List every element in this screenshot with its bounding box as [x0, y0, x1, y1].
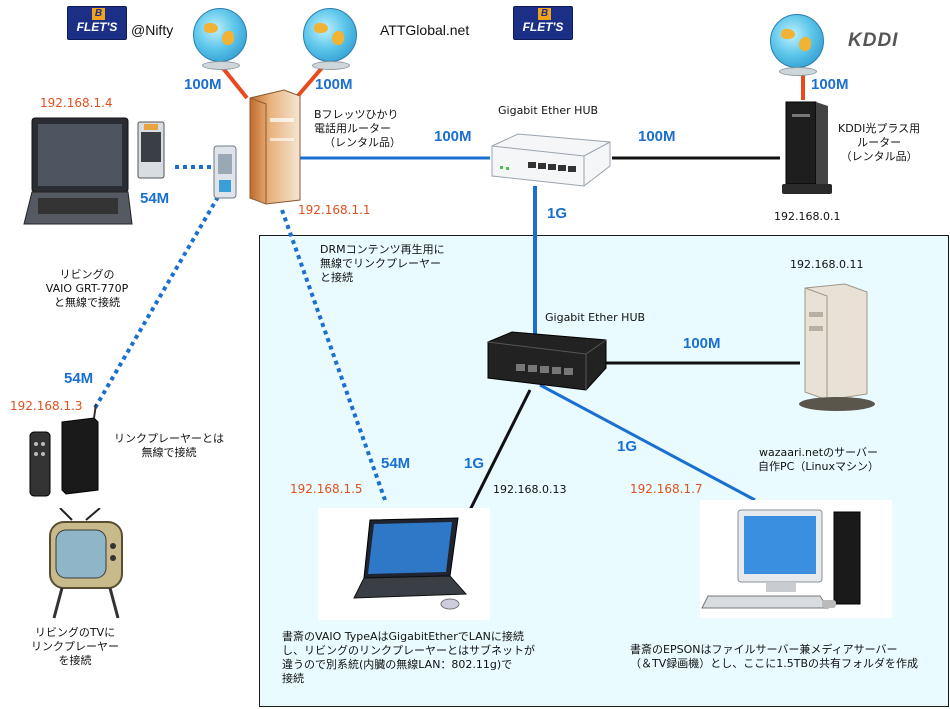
- link-hub-vaio: [468, 389, 532, 511]
- speed-study-vaio-wireless: 54M: [381, 455, 411, 472]
- drm-label: DRMコンテンツ再生用に 無線でリンクプレーヤー と接続: [320, 243, 445, 284]
- flets-logo-left: B FLET'S: [67, 6, 127, 40]
- ip-epson: 192.168.1.7: [630, 482, 703, 496]
- speed-living-vaio: 54M: [140, 190, 170, 207]
- bflets-router-label: Bフレッツひかり 電話用ルーター （レンタル品）: [314, 108, 401, 149]
- speed-att: 100M: [315, 76, 353, 93]
- isp-nifty-label: @Nifty: [131, 22, 174, 38]
- living-vaio-laptop-icon: [23, 117, 133, 225]
- ip-study-vaio-wireless: 192.168.1.5: [290, 482, 363, 496]
- hub-top-label: Gigabit Ether HUB: [498, 104, 599, 117]
- kddi-router-label: KDDI光プラス用 ルーター （レンタル品）: [838, 122, 921, 163]
- gigabit-hub-top-icon: [491, 133, 611, 187]
- speed-hub-vaio: 1G: [464, 455, 485, 472]
- speed-hub-kddi: 100M: [638, 128, 676, 145]
- living-vaio-label: リビングの VAIO GRT-770P と無線で接続: [45, 268, 129, 309]
- isp-kddi-label: KDDI: [848, 30, 899, 51]
- linux-server-tower-icon: [799, 283, 875, 411]
- globe-icon: [770, 14, 824, 76]
- living-tv-label: リビングのTVに リンクプレーヤー を接続: [31, 626, 119, 667]
- bflets-router-icon: [249, 89, 301, 205]
- link-hub-epson: [539, 383, 756, 502]
- ip-kddi-router: 192.168.0.1: [774, 210, 841, 223]
- speed-hub-hub: 1G: [547, 205, 568, 222]
- ip-living-vaio: 192.168.1.4: [40, 96, 113, 110]
- wireless-adapter-icon: [213, 145, 237, 199]
- isp-att-label: ATTGlobal.net: [380, 22, 470, 38]
- study-epson-label: 書斎のEPSONはファイルサーバー兼メディアサーバー （＆TV録画機）とし、ここ…: [630, 643, 919, 670]
- epson-desktop-icon: [700, 500, 892, 618]
- speed-router-hub: 100M: [434, 128, 472, 145]
- ip-study-vaio-wired: 192.168.0.13: [493, 483, 567, 496]
- gigabit-hub-mid-icon: [487, 331, 607, 391]
- wireless-study-vaio: [280, 209, 387, 501]
- link-player-icon: [29, 404, 99, 497]
- kddi-router-icon: [782, 101, 832, 194]
- speed-hub-server: 100M: [683, 335, 721, 352]
- retro-tv-icon: [49, 508, 123, 619]
- server-label: wazaari.netのサーバー 自作PC（Linuxマシン）: [758, 446, 879, 473]
- speed-nifty: 100M: [184, 76, 222, 93]
- speed-linkplayer: 54M: [64, 370, 94, 387]
- hub-mid-label: Gigabit Ether HUB: [545, 311, 646, 324]
- ip-linkplayer: 192.168.1.3: [10, 399, 83, 413]
- speed-kddi: 100M: [811, 76, 849, 93]
- study-vaio-laptop-icon: [318, 508, 490, 620]
- wireless-linkplayer: [93, 188, 224, 410]
- ip-server: 192.168.0.11: [790, 258, 864, 271]
- globe-icon: [193, 8, 247, 70]
- flets-logo-right: B FLET'S: [513, 6, 573, 40]
- ip-router: 192.168.1.1: [298, 203, 371, 217]
- study-vaio-label: 書斎のVAIO TypeAはGigabitEtherでLANに接続 し、リビング…: [282, 630, 535, 685]
- pc-card-icon: [137, 121, 165, 179]
- speed-hub-epson: 1G: [617, 438, 638, 455]
- globe-icon: [303, 8, 357, 70]
- linkplayer-label: リンクプレーヤーとは 無線で接続: [114, 432, 224, 459]
